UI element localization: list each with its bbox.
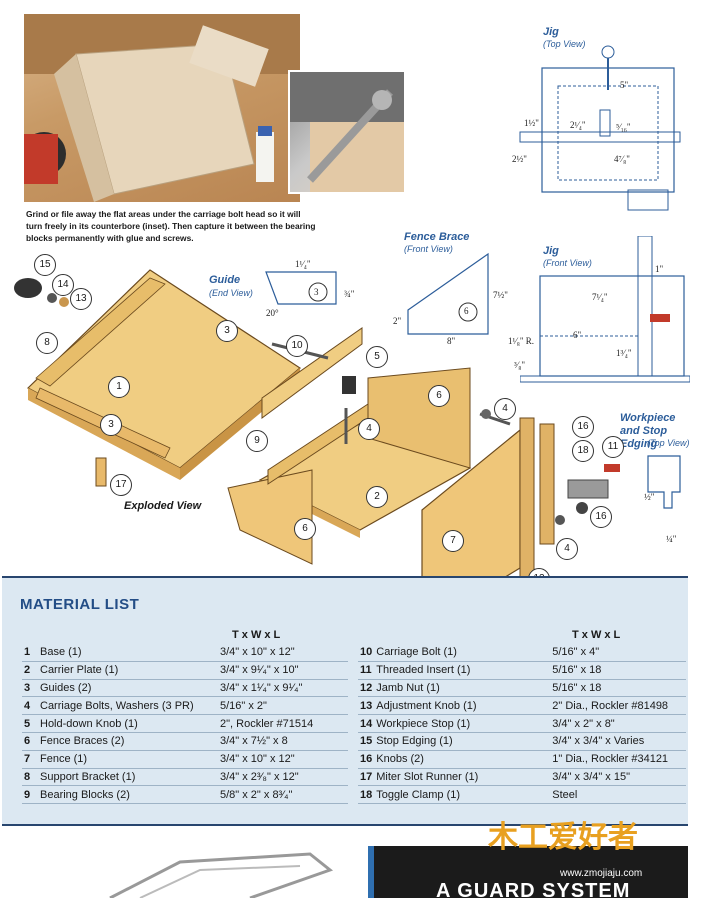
callout-6a: 6: [428, 385, 450, 407]
inset-illustration: [290, 72, 404, 192]
dim-5: 5": [620, 80, 629, 90]
callout-12: 14: [52, 274, 74, 296]
callout-6b: 6: [294, 518, 316, 540]
callout-4b: 4: [494, 398, 516, 420]
callout-10: 10: [286, 335, 308, 357]
guard-illustration: [109, 852, 334, 900]
watermark-logo: 木工爱好者: [488, 820, 638, 855]
fence-part: 6: [464, 306, 469, 316]
callout-13: 15: [34, 254, 56, 276]
callout-1: 1: [108, 376, 130, 398]
dim-radius: 1¹⁄₈" R.: [508, 336, 535, 346]
jig-top-title: Jig: [543, 26, 559, 38]
callout-7: 7: [442, 530, 464, 552]
dim-20-deg: 20°: [266, 308, 279, 318]
photo-illustration: [24, 14, 300, 202]
dim-three-quarter: ¾": [344, 289, 355, 299]
workpiece-stop-drawing: [647, 455, 681, 509]
next-article-heading: A GUARD SYSTEM: [436, 880, 631, 902]
dim-7-quarter: 7¹⁄₄": [592, 292, 608, 302]
guard-photo: [0, 840, 355, 900]
banner-accent: [368, 846, 374, 898]
dim-5-16: ⁵⁄₁₆": [616, 122, 631, 132]
inset-photo: [288, 70, 406, 194]
callout-8: 8: [36, 332, 58, 354]
jig-front-drawing: [520, 236, 690, 383]
callout-18: 11: [602, 436, 624, 458]
next-article-banner: [368, 846, 688, 898]
dim-2-half: 2½": [512, 154, 527, 164]
callout-16a: 18: [572, 440, 594, 462]
dim-2: 2": [393, 316, 402, 326]
workpiece-stop-title: Workpiece and Stop Edging: [620, 412, 676, 450]
callout-17: 17: [110, 474, 132, 496]
callout-3a: 3: [216, 320, 238, 342]
callout-4c: 4: [556, 538, 578, 560]
dim-quarter: ¼": [666, 534, 677, 544]
callout-11: 13: [70, 288, 92, 310]
callout-3b: 3: [100, 414, 122, 436]
material-list-title: MATERIAL LIST: [20, 596, 140, 613]
callout-4a: 4: [358, 418, 380, 440]
watermark-url: www.zmojiaju.com: [560, 868, 643, 879]
callout-5: 5: [366, 346, 388, 368]
fence-brace-drawing: [407, 252, 489, 335]
jig-top-drawing: [519, 45, 681, 211]
guide-title: Guide: [209, 274, 241, 286]
dim-1-3-4: 1³⁄₄": [616, 348, 632, 358]
callout-9: 9: [246, 430, 268, 452]
guide-drawing: [265, 271, 337, 305]
callout-14: 16: [572, 416, 594, 438]
exploded-view-label: Exploded View: [124, 500, 202, 512]
dim-2-quarter: 2¹⁄₄": [570, 120, 586, 130]
guide-subtitle: (End View): [209, 288, 253, 298]
dim-7-half: 7½": [493, 290, 508, 300]
dim-1-quarter: 1¹⁄₄": [295, 259, 311, 269]
photo-caption: Grind or file away the flat areas under …: [26, 209, 316, 243]
dim-1: 1": [655, 264, 664, 274]
assembly-photo: [24, 14, 300, 202]
jig-top-subtitle: (Top View): [543, 39, 586, 49]
dim-6: 6": [573, 330, 582, 340]
fence-brace-title: Fence Brace: [404, 231, 470, 243]
callout-2: 2: [366, 486, 388, 508]
jig-front-subtitle: (Front View): [543, 258, 592, 268]
fence-brace-subtitle: (Front View): [404, 244, 453, 254]
callout-16b: 16: [590, 506, 612, 528]
right-header: T x W x L: [572, 629, 621, 641]
left-header: T x W x L: [232, 629, 281, 641]
jig-front-title: Jig: [543, 245, 559, 257]
dim-3-8: ³⁄₈": [514, 360, 526, 370]
workpiece-stop-subtitle: (Top View): [647, 438, 689, 448]
guide-part: 3: [314, 287, 319, 297]
dim-half: ½": [644, 492, 655, 502]
dim-8: 8": [447, 336, 456, 346]
dim-4-7-8: 4⁷⁄₈": [614, 154, 630, 164]
dim-1-half: 1½": [524, 118, 539, 128]
